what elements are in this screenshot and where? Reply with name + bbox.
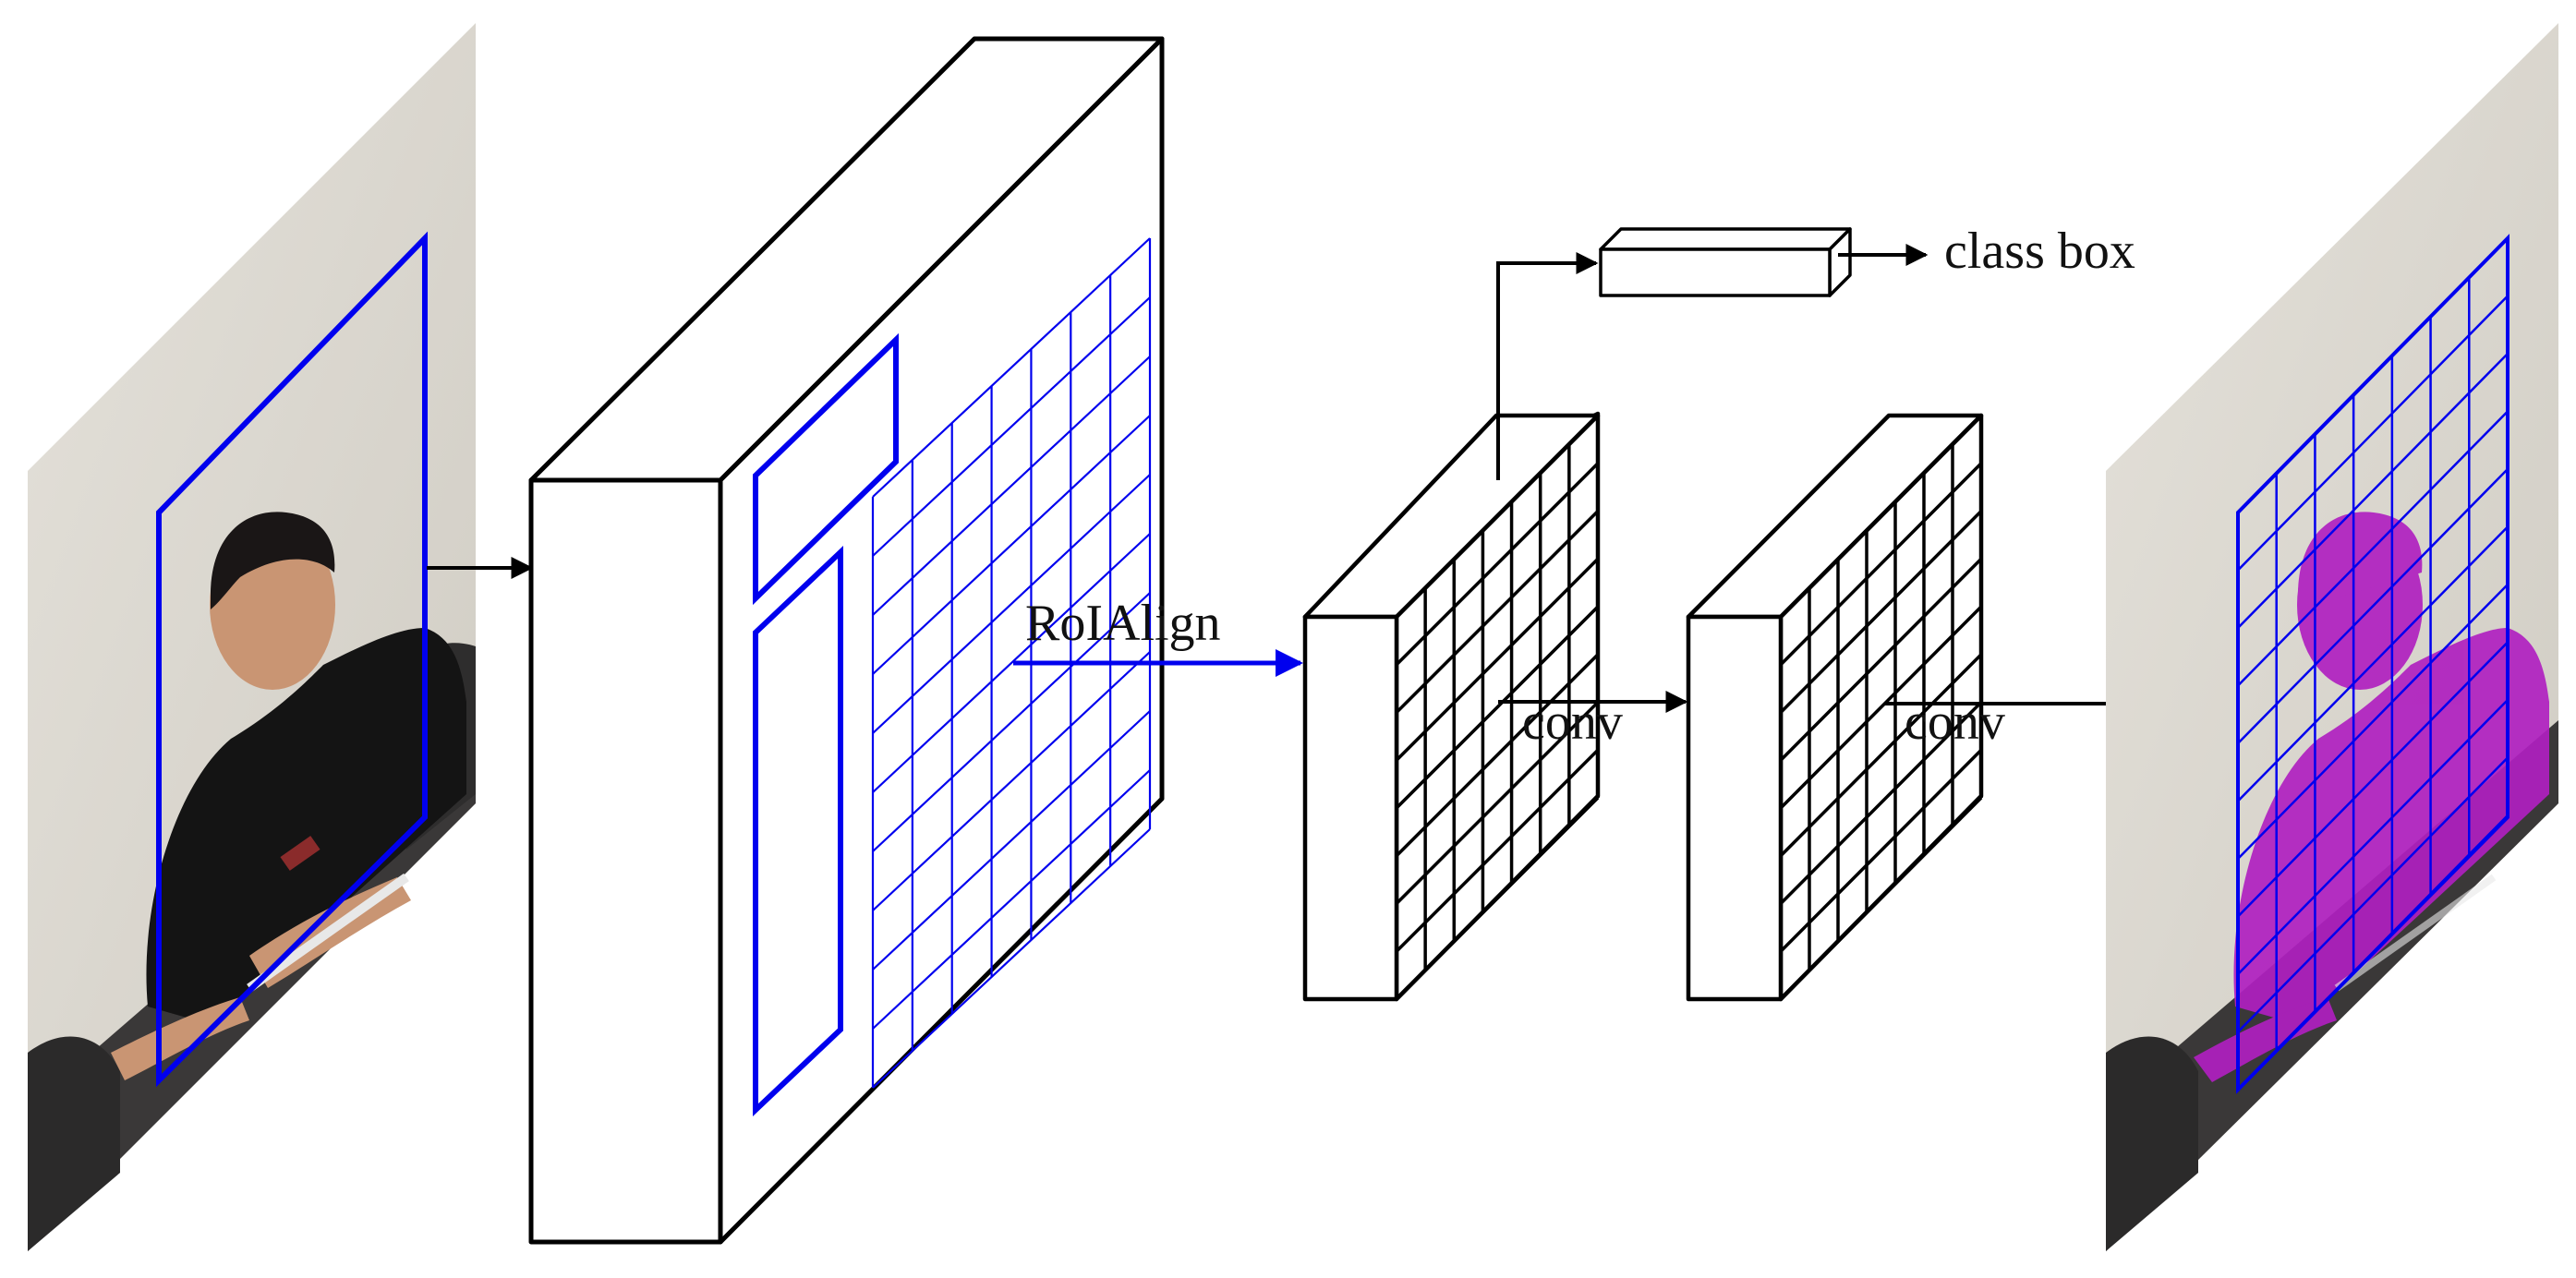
backbone-feature-map <box>528 36 1165 1245</box>
person-figure <box>111 512 466 1080</box>
input-image <box>28 23 476 1251</box>
head2-grid-row-line <box>1779 510 1983 714</box>
head1-grid-row-line <box>1395 510 1600 714</box>
roi-grid-row-line <box>872 356 1151 616</box>
head-map-1-side <box>1302 614 1399 1002</box>
roi-grid-row-line <box>872 592 1151 852</box>
head1-grid-row-line <box>1395 701 1600 905</box>
head-map-2-grid <box>1779 414 1983 1001</box>
head2-grid-row-line <box>1779 605 1983 810</box>
output-grid-row-line <box>2237 295 2509 572</box>
output-grid-row-line <box>2237 584 2509 860</box>
head1-grid-row-line <box>1395 796 1600 1001</box>
head1-grid-row-line <box>1395 749 1600 953</box>
roi-grid-row-line <box>872 474 1151 734</box>
output-grid-row-line <box>2237 410 2509 687</box>
output-grid-row-line <box>2237 468 2509 744</box>
head1-grid-row-line <box>1395 414 1600 619</box>
head1-grid-row-line <box>1395 462 1600 666</box>
head1-grid-row-line <box>1395 558 1600 762</box>
output-grid-row-line <box>2237 353 2509 629</box>
roi-grid-row-line <box>872 651 1151 911</box>
roi-grid-row-line <box>872 296 1151 557</box>
output-grid-row-line <box>2237 641 2509 918</box>
head2-grid-row-line <box>1779 462 1983 666</box>
roi-grid-row-line <box>872 769 1151 1030</box>
region-proposal-top <box>753 332 899 606</box>
head-map-1-grid <box>1395 414 1600 1001</box>
output-mask-grid <box>2236 237 2509 1091</box>
roi-grid <box>871 237 1152 1089</box>
roialign-label: RoIAlign <box>1025 595 1221 652</box>
roi-grid-row-line <box>872 828 1151 1089</box>
arrow-to-class-box <box>1496 252 1599 480</box>
head2-grid-row-line <box>1779 749 1983 953</box>
output-grid-row-line <box>2237 237 2509 513</box>
head2-grid-row-line <box>1779 558 1983 762</box>
output-grid-row-line <box>2237 756 2509 1033</box>
output-grid-row-line <box>2237 699 2509 975</box>
head2-grid-row-line <box>1779 701 1983 905</box>
class-box-fc <box>1599 227 1852 297</box>
class-box-label: class box <box>1944 223 2135 280</box>
region-proposal-tall <box>753 546 843 1116</box>
input-bounding-box <box>156 231 428 1088</box>
head1-grid-row-line <box>1395 653 1600 857</box>
head-map-2-side <box>1686 614 1784 1002</box>
conv-label-2: conv <box>1905 693 2005 751</box>
roi-grid-row-line <box>872 533 1151 793</box>
output-image <box>2106 23 2558 1251</box>
roi-grid-row-line <box>872 237 1151 498</box>
conv-label-1: conv <box>1522 693 1623 751</box>
head2-grid-row-line <box>1779 653 1983 857</box>
head2-grid-row-line <box>1779 796 1983 1001</box>
head2-grid-row-line <box>1779 414 1983 619</box>
roi-grid-row-line <box>872 415 1151 675</box>
output-grid-row-line <box>2237 525 2509 802</box>
output-grid-row-line <box>2237 814 2509 1091</box>
head1-grid-row-line <box>1395 605 1600 810</box>
roi-grid-row-line <box>872 710 1151 971</box>
